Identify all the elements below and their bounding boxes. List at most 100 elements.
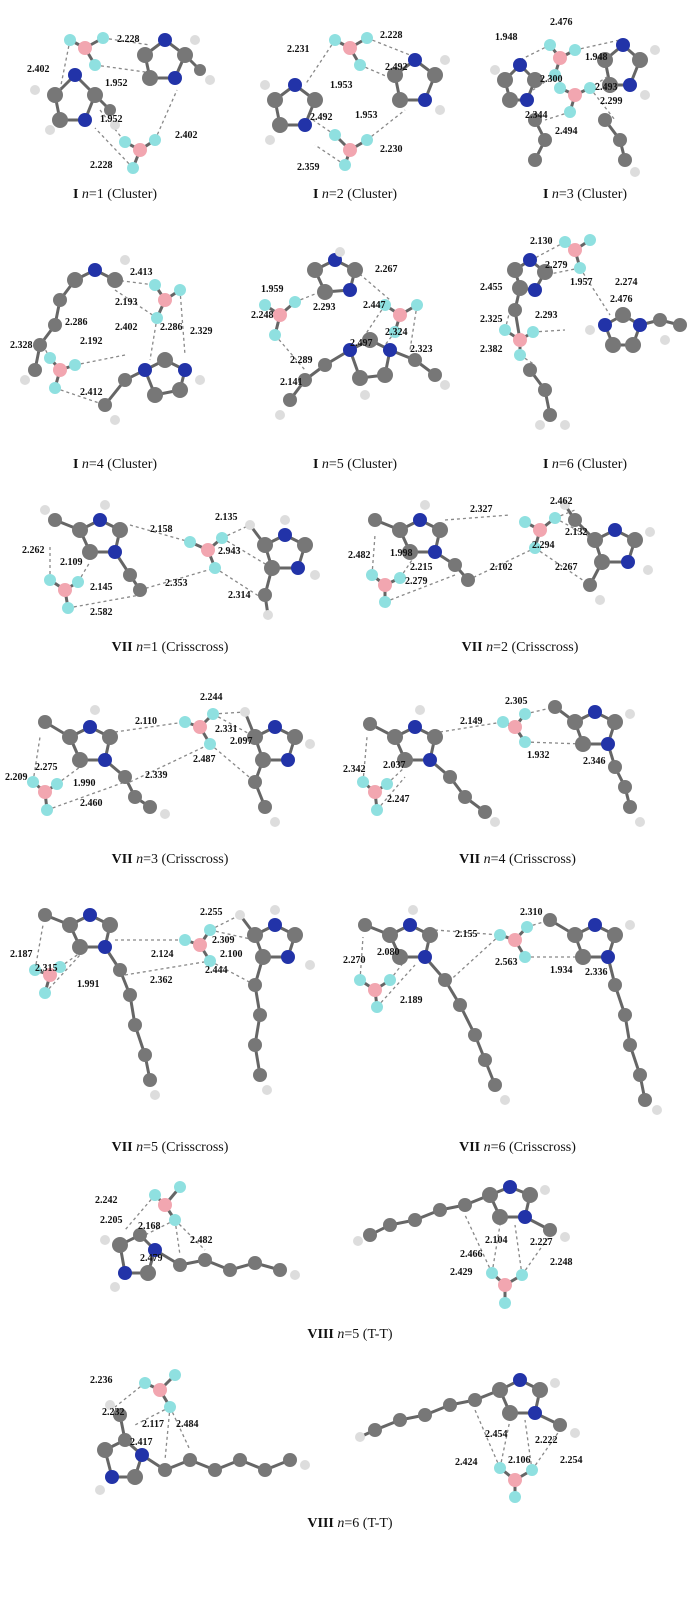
distance-label: 1.957 — [570, 277, 593, 288]
distance-label: 2.493 — [595, 82, 618, 93]
distance-labels: 2.244 2.110 2.331 2.097 2.209 2.275 2.48… — [5, 692, 253, 809]
panel-caption: I n=1 (Cluster) — [72, 187, 158, 202]
atoms — [40, 500, 320, 620]
atoms — [30, 32, 215, 174]
distance-label: 2.228 — [117, 34, 140, 45]
distance-label: 2.187 — [10, 949, 33, 960]
distance-label: 2.215 — [410, 562, 433, 573]
distance-label: 2.413 — [130, 267, 153, 278]
distance-label: 2.342 — [343, 764, 366, 775]
distance-label: 2.299 — [600, 96, 623, 107]
molecule-diagram: 2.267 1.959 2.248 2.293 2.447 2.324 2.49… — [251, 247, 450, 420]
distance-labels: 2.255 2.309 2.187 2.100 2.124 2.315 2.44… — [10, 907, 243, 990]
distance-label: 2.336 — [585, 967, 608, 978]
distance-label: 2.102 — [490, 562, 513, 573]
distance-label: 2.254 — [560, 1455, 583, 1466]
distance-labels: 2.242 2.205 2.168 2.479 2.482 — [95, 1195, 213, 1264]
distance-label: 2.289 — [290, 355, 313, 366]
distance-label: 2.236 — [90, 1375, 113, 1386]
distance-label: 2.270 — [343, 955, 366, 966]
distance-label: 2.130 — [530, 236, 553, 247]
distance-label: 2.492 — [385, 62, 408, 73]
distance-label: 1.953 — [330, 80, 353, 91]
distance-label: 2.353 — [165, 578, 188, 589]
panel-caption: I n=5 (Cluster) — [312, 457, 398, 472]
panel-I-n4: 2.413 2.193 2.286 2.402 2.286 2.329 2.32… — [5, 230, 225, 475]
distance-label: 1.932 — [527, 750, 550, 761]
molecule-diagram: 2.305 2.149 2.346 1.932 2.342 2.037 2.24… — [343, 696, 645, 827]
distance-label: 2.158 — [150, 524, 173, 535]
distance-label: 2.460 — [80, 798, 103, 809]
distance-label: 2.444 — [205, 965, 228, 976]
distance-label: 2.402 — [115, 322, 138, 333]
distance-labels: 2.135 2.158 2.262 2.943 2.109 2.145 2.35… — [22, 512, 251, 618]
distance-label: 2.279 — [405, 576, 428, 587]
distance-label: 2.424 — [455, 1457, 478, 1468]
distance-label: 2.362 — [150, 975, 173, 986]
distance-label: 2.482 — [348, 550, 371, 561]
panel-caption: VII n=2 (Crisscross) — [461, 640, 579, 655]
hydrogen-bonds — [49, 524, 273, 609]
hydrogen-bonds — [34, 914, 256, 994]
distance-label: 2.310 — [520, 907, 543, 918]
panel-caption: VII n=6 (Crisscross) — [459, 1140, 576, 1155]
distance-label: 2.286 — [65, 317, 88, 328]
molecule-diagram: 2.454 2.222 2.424 2.106 2.254 — [355, 1373, 583, 1503]
distance-labels: 2.130 2.279 1.957 2.274 2.455 2.476 2.32… — [480, 236, 638, 355]
distance-label: 2.447 — [363, 300, 386, 311]
panel-VIII-n5-left: 2.242 2.205 2.168 2.479 2.482 — [80, 1175, 320, 1315]
molecule-diagram: 2.310 2.155 2.336 2.270 2.080 2.563 1.93… — [343, 905, 662, 1115]
hydrogen-bonds — [114, 1382, 191, 1461]
distance-labels: 2.413 2.193 2.286 2.402 2.286 2.329 2.32… — [10, 267, 213, 398]
distance-label: 2.141 — [280, 377, 303, 388]
covalent-bonds — [359, 1378, 561, 1497]
distance-label: 2.359 — [297, 162, 320, 173]
molecule-diagram: 2.413 2.193 2.286 2.402 2.286 2.329 2.32… — [10, 255, 213, 425]
panel-caption: VIII n=5 (T-T) — [307, 1327, 393, 1342]
panel-caption: VII n=5 (Crisscross) — [111, 1140, 229, 1155]
distance-label: 2.382 — [480, 344, 503, 355]
atoms — [95, 1369, 310, 1495]
atoms — [490, 38, 660, 177]
hydrogen-bonds — [39, 279, 186, 406]
distance-label: 2.262 — [22, 545, 45, 556]
distance-label: 2.227 — [530, 1237, 553, 1248]
panel-I-n2: 2.231 2.228 1.953 2.492 2.492 1.953 2.35… — [245, 0, 465, 215]
panel-I-n3: 2.476 1.948 1.948 2.300 2.493 2.344 2.29… — [475, 0, 695, 215]
distance-label: 2.582 — [90, 607, 113, 618]
distance-label: 2.149 — [460, 716, 483, 727]
molecule-diagram: 2.327 2.462 2.132 2.294 2.482 1.998 2.21… — [348, 496, 655, 608]
distance-label: 2.117 — [142, 1419, 164, 1430]
distance-label: 2.132 — [565, 527, 588, 538]
molecule-diagram: 2.135 2.158 2.262 2.943 2.109 2.145 2.35… — [22, 500, 320, 620]
distance-label: 2.242 — [95, 1195, 118, 1206]
atoms — [100, 1181, 300, 1292]
distance-label: 2.255 — [200, 907, 223, 918]
panel-I-n1: 2.402 2.228 1.952 1.952 2.402 2.228 I n=… — [5, 0, 225, 215]
distance-label: 1.934 — [550, 965, 573, 976]
atoms — [20, 255, 205, 425]
panel-VIII-n6-right: 2.454 2.222 2.424 2.106 2.254 — [350, 1365, 630, 1510]
hydrogen-bonds — [474, 1409, 561, 1471]
molecule-diagram: 2.242 2.205 2.168 2.479 2.482 — [95, 1181, 300, 1292]
distance-label: 2.402 — [175, 130, 198, 141]
atoms — [354, 905, 662, 1115]
hydrogen-bonds — [371, 509, 596, 603]
distance-labels: 2.305 2.149 2.346 1.932 2.342 2.037 2.24… — [343, 696, 606, 805]
distance-label: 1.998 — [390, 548, 413, 559]
panel-I-n6: 2.130 2.279 1.957 2.274 2.455 2.476 2.32… — [475, 230, 695, 475]
hydrogen-bonds — [124, 1194, 206, 1256]
distance-label: 2.466 — [460, 1249, 483, 1260]
distance-label: 2.402 — [27, 64, 50, 75]
distance-label: 2.309 — [212, 935, 235, 946]
atoms — [355, 1373, 580, 1503]
panel-VII-n4: 2.305 2.149 2.346 1.932 2.342 2.037 2.24… — [343, 682, 690, 872]
distance-label: 2.267 — [375, 264, 398, 275]
distance-label: 2.328 — [10, 340, 33, 351]
molecule-diagram: 2.231 2.228 1.953 2.492 2.492 1.953 2.35… — [260, 30, 450, 173]
distance-label: 2.110 — [135, 716, 157, 727]
distance-labels: 2.267 1.959 2.248 2.293 2.447 2.324 2.49… — [251, 264, 433, 388]
distance-labels: 2.454 2.222 2.424 2.106 2.254 — [455, 1429, 583, 1468]
distance-label: 2.339 — [145, 770, 168, 781]
distance-label: 2.248 — [251, 310, 274, 321]
